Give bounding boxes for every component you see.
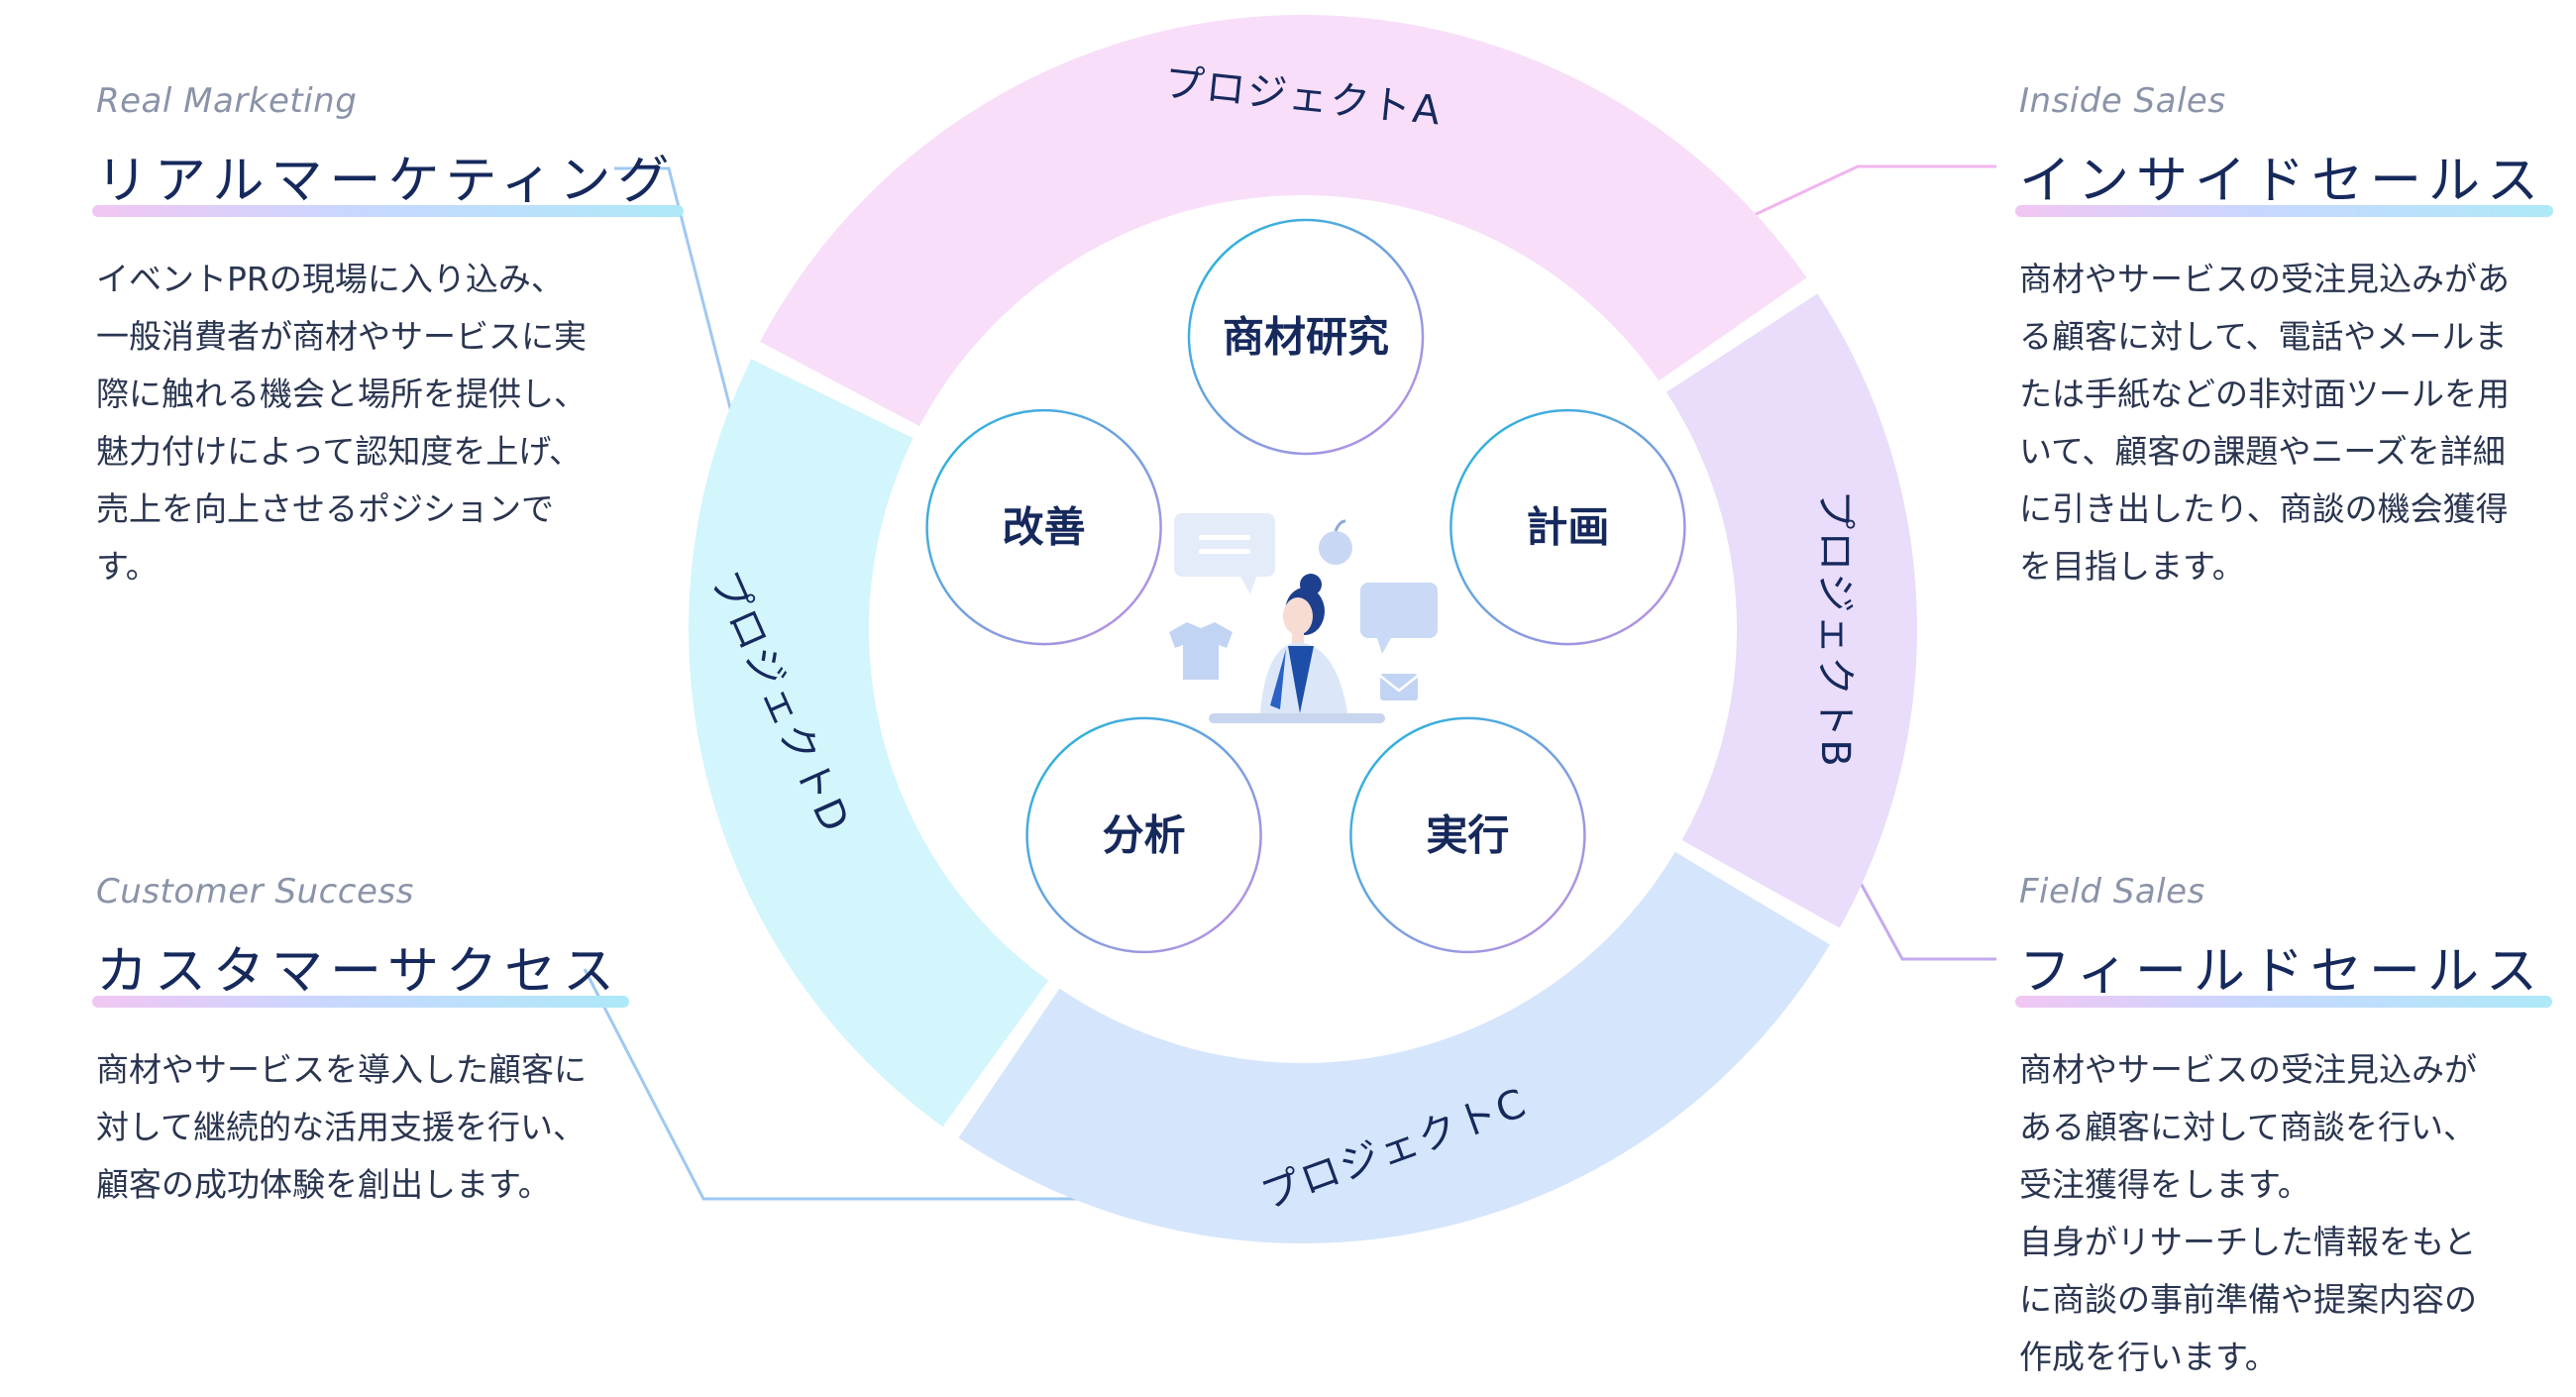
description-line: イベントPRの現場に入り込み、: [96, 260, 564, 298]
section-field-sales: Field Sales フィールドセールス 商材やサービスの受注見込みが ある顧…: [2015, 872, 2552, 1386]
description-line: 際に触れる機会と場所を提供し、: [96, 375, 587, 413]
description-line: たは手紙などの非対面ツールを用: [2019, 375, 2510, 413]
description-line: 自身がリサーチした情報をもと: [2019, 1223, 2477, 1261]
ring-segment-project-a: [760, 15, 1807, 427]
ring-segment-project-c: [958, 851, 1831, 1243]
description-line: 商材やサービスの受注見込みがあ: [2019, 260, 2510, 298]
connector-real-marketing: [614, 166, 750, 479]
person-figure: [1260, 574, 1347, 713]
ring-label-project-b: プロジェクトB: [1812, 489, 1858, 768]
description-line: 商材やサービスの受注見込みが: [2019, 1050, 2477, 1089]
section-subtitle: Real Marketing: [96, 81, 358, 121]
apple-icon: [1319, 519, 1352, 565]
chat-bubble-icon: [1360, 583, 1438, 654]
cycle-node: [1187, 218, 1425, 456]
section-title-text: リアルマーケティング: [96, 152, 677, 211]
mail-icon: [1379, 674, 1419, 700]
section-subtitle: Inside Sales: [2019, 81, 2226, 121]
cycle-node: [1449, 408, 1686, 646]
connector-customer-success: [583, 968, 1221, 1201]
cycle-node-label: 実行: [1426, 810, 1509, 859]
section-description: 商材やサービスの受注見込みが ある顧客に対して商談を行い、 受注獲得をします。 …: [2019, 1041, 2515, 1386]
description-line: 受注獲得をします。: [2019, 1165, 2310, 1204]
description-line: 対して継続的な活用支援を行い、: [96, 1108, 587, 1146]
ring-segment-project-d: [689, 359, 1049, 1128]
description-line: 魅力付けによって認知度を上げ、: [96, 432, 583, 471]
connector-field-sales: [1843, 853, 1996, 961]
description-line: 顧客の成功体験を創出します。: [96, 1165, 551, 1204]
description-line: 作成を行います。: [2019, 1338, 2278, 1376]
description-line: 売上を向上させるポジションで: [96, 489, 554, 528]
cycle-node: [1025, 716, 1262, 954]
description-line: す。: [96, 547, 159, 586]
description-line: 一般消費者が商材やサービスに実: [96, 317, 587, 356]
description-line: 商材やサービスを導入した顧客に: [96, 1050, 587, 1089]
person-at-desk-illustration: [1169, 513, 1438, 723]
cycle-node-label: 計画: [1526, 503, 1609, 552]
section-title-text: カスタマーサクセス: [96, 942, 621, 1002]
section-subtitle: Field Sales: [2019, 872, 2205, 912]
cycle-node-label: 商材研究: [1223, 313, 1389, 362]
section-title-text: フィールドセールス: [2019, 942, 2544, 1002]
cycle-node-label: 改善: [1003, 503, 1086, 552]
section-description: 商材やサービスの受注見込みがあ る顧客に対して、電話やメールま たは手紙などの非…: [2019, 251, 2515, 595]
section-inside-sales: Inside Sales インサイドセールス 商材やサービスの受注見込みがあ る…: [2015, 81, 2554, 595]
section-real-marketing: Real Marketing リアルマーケティング イベントPRの現場に入り込み…: [92, 81, 685, 595]
tshirt-icon: [1169, 622, 1233, 680]
description-line: に商談の事前準備や提案内容の: [2019, 1280, 2477, 1319]
cycle-node-label: 分析: [1103, 810, 1186, 859]
desk: [1209, 713, 1385, 723]
section-subtitle: Customer Success: [96, 872, 414, 912]
cycle-node: [925, 408, 1162, 646]
section-title: カスタマーサクセス: [92, 929, 629, 1010]
description-line: に引き出したり、商談の機会獲得: [2019, 489, 2509, 528]
description-line: いて、顧客の課題やニーズを詳細: [2019, 432, 2506, 471]
description-line: る顧客に対して、電話やメールま: [2019, 317, 2508, 356]
description-line: を目指します。: [2019, 547, 2245, 586]
section-title: フィールドセールス: [2015, 929, 2552, 1010]
section-title: インサイドセールス: [2015, 139, 2554, 219]
section-description: イベントPRの現場に入り込み、 一般消費者が商材やサービスに実 際に触れる機会と…: [96, 251, 591, 595]
description-line: ある顧客に対して商談を行い、: [2019, 1108, 2477, 1146]
section-title: リアルマーケティング: [92, 139, 685, 219]
section-customer-success: Customer Success カスタマーサクセス 商材やサービスを導入した顧…: [92, 872, 629, 1214]
section-description: 商材やサービスを導入した顧客に 対して継続的な活用支援を行い、 顧客の成功体験を…: [96, 1041, 591, 1214]
section-title-text: インサイドセールス: [2019, 152, 2546, 211]
ring-segment-project-b: [1665, 293, 1917, 928]
cycle-node: [1349, 716, 1586, 954]
chat-bubble-icon: [1174, 513, 1275, 594]
